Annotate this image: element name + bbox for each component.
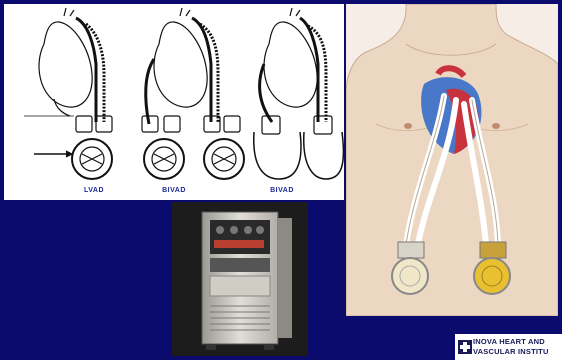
diagram-label-lvad: LVAD (64, 187, 124, 194)
logo-line-2: VASCULAR INSTITU (473, 347, 549, 356)
torso-illustration (346, 4, 558, 316)
diagram-label-bivad-1: BIVAD (144, 187, 204, 194)
institution-logo: INOVA HEART AND VASCULAR INSTITU (455, 334, 562, 360)
diagram-label-bivad-2: BIVAD (252, 187, 312, 194)
vad-diagram-panel: LVAD BIVAD BIVAD (4, 4, 344, 200)
cross-logo-icon (458, 340, 472, 354)
pump-console-photo (172, 202, 308, 356)
bivad-drawing-2 (254, 8, 344, 179)
lvad-drawing (24, 8, 112, 179)
logo-line-1: INOVA HEART AND (473, 337, 545, 346)
console-illustration (172, 202, 308, 356)
torso-drawing (346, 4, 558, 316)
vad-schematics (4, 4, 344, 200)
bivad-drawing-1 (142, 8, 244, 179)
